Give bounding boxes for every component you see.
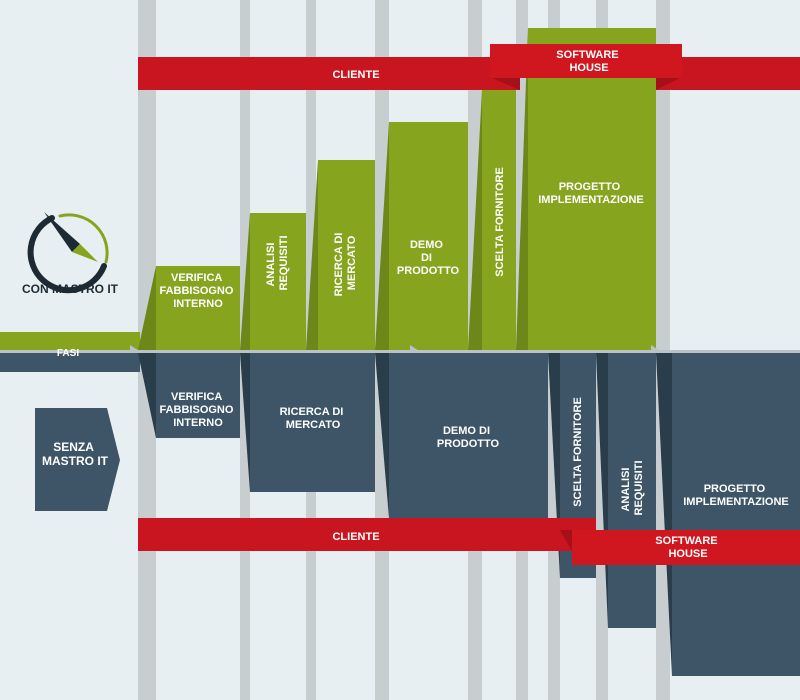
software-house-label: SOFTWARE HOUSE: [655, 535, 720, 560]
axis-label: FASI: [57, 348, 79, 359]
compass-needle-tip-icon: [72, 244, 98, 262]
step-block: [528, 28, 656, 350]
sw-house-fold: [490, 77, 520, 90]
step-block: [250, 353, 375, 492]
step-side: [516, 28, 528, 350]
cliente-ribbon: [138, 57, 520, 90]
cliente-label: CLIENTE: [332, 531, 379, 543]
logo-arc-green: [58, 213, 109, 264]
software-house-line: HOUSE: [569, 62, 608, 74]
software-house-ribbon: [490, 44, 682, 78]
step-block: [250, 213, 306, 350]
compass-needle-icon: [44, 212, 80, 252]
ribbon-fold: [656, 78, 680, 90]
step-label: DEMO DI PRODOTTO: [397, 239, 460, 277]
step-label: PROGETTO IMPLEMENTAZIONE: [538, 181, 644, 206]
step-block: [318, 160, 375, 350]
software-house-label: SOFTWARE HOUSE: [556, 49, 621, 74]
step-side: [656, 353, 672, 676]
step-side: [240, 353, 250, 492]
senza-mastro-label: SENZA MASTRO IT: [42, 440, 109, 468]
senza-mastro-arrow: [35, 408, 120, 511]
cliente-label: CLIENTE: [332, 69, 379, 81]
ribbon-fold: [560, 530, 572, 551]
step-label: PROGETTO IMPLEMENTAZIONE: [683, 483, 789, 508]
step-block: [389, 122, 468, 350]
step-block: [608, 353, 656, 628]
step-block: [482, 90, 516, 350]
step-label: SCELTA FORNITORE: [572, 397, 584, 507]
mastro-it-logo: CON MASTRO IT: [22, 212, 119, 296]
without-mastro-timeline: FASI VERIFICA FABBISOGNO INTERNO RICERCA…: [0, 348, 800, 676]
step-label: RICERCA DI MERCATO: [333, 230, 358, 297]
step-label: VERIFICA FABBISOGNO INTERNO: [159, 272, 236, 310]
with-mastro-timeline: CLIENTE SOFTWARE HOUSE VERIFICA FABBISOG…: [0, 28, 800, 352]
step-side: [138, 353, 156, 438]
step-side: [306, 160, 318, 350]
step-block: [156, 353, 240, 438]
step-side: [138, 266, 156, 350]
logo-label: CON MASTRO IT: [22, 282, 119, 296]
logo-ring: [27, 215, 107, 294]
cliente-ribbon: [138, 518, 596, 551]
step-label: DEMO DI PRODOTTO: [437, 425, 500, 450]
step-label: VERIFICA FABBISOGNO INTERNO: [159, 391, 236, 429]
step-block: [672, 353, 800, 676]
software-house-ribbon: [572, 530, 800, 565]
axis-line: [0, 350, 800, 353]
step-block: [389, 353, 548, 518]
slate-baseline-band: [0, 353, 140, 372]
step-side: [375, 353, 389, 518]
step-label: SCELTA FORNITORE: [494, 167, 506, 277]
step-label: RICERCA DI MERCATO: [280, 406, 347, 431]
step-side: [375, 122, 389, 350]
software-house-line: SOFTWARE: [556, 49, 618, 61]
step-block: [156, 266, 240, 350]
green-baseline-band: [0, 332, 140, 352]
step-side: [468, 90, 482, 350]
step-label: ANALISI REQUISITI: [265, 235, 290, 290]
step-side: [240, 213, 250, 350]
step-label: ANALISI REQUISITI: [620, 460, 645, 515]
